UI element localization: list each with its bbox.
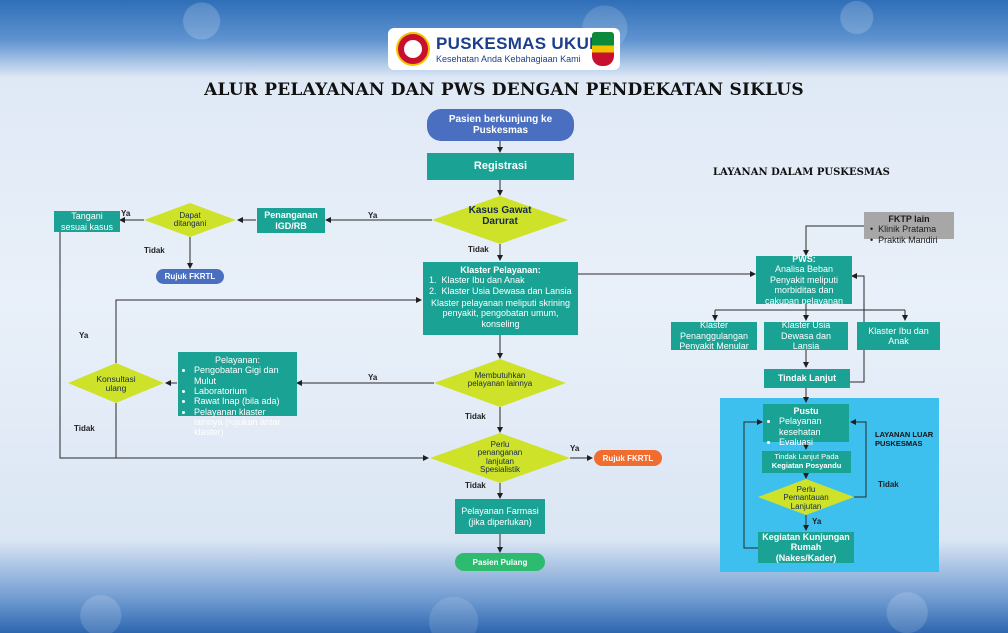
label-tidak: Tidak xyxy=(878,480,899,489)
diamond-dapat xyxy=(144,203,236,237)
label-tidak: Tidak xyxy=(144,246,165,255)
rujuk-fkrtl-top: Rujuk FKRTL xyxy=(156,269,224,284)
label-tidak: Tidak xyxy=(465,481,486,490)
label-ya: Ya xyxy=(570,444,580,453)
spesialistik-label: Perlu penanganan lanjutan Spesialistik xyxy=(477,440,523,475)
label-ya: Ya xyxy=(121,209,131,218)
bottom-ornament xyxy=(0,575,1008,633)
klaster-dewasa-lansia-box: Klaster Usia Dewasa dan Lansia xyxy=(764,320,848,351)
brand-tagline: Kesehatan Anda Kebahagiaan Kami xyxy=(436,54,581,64)
fktp-lain-box: FKTP lain • Klinik Pratama • Praktik Man… xyxy=(864,212,954,245)
klaster-title: Klaster Pelayanan: xyxy=(460,265,541,275)
pustu-title: Pustu xyxy=(793,406,819,416)
pelayanan-item: Laboratorium xyxy=(194,386,292,396)
membutuhkan-label: Membutuhkan pelayanan lainnya xyxy=(467,371,533,389)
pustu-box: Pustu Pelayanan kesehatan Evaluasi xyxy=(763,404,849,447)
klaster-item-1: 1. Klaster Ibu dan Anak xyxy=(429,275,525,286)
label-ya: Ya xyxy=(79,331,89,340)
label-ya: Ya xyxy=(368,373,378,382)
pustu-item: Pelayanan kesehatan xyxy=(779,416,844,437)
diamond-spesialistik xyxy=(430,433,570,483)
posyandu-box: Tindak Lanjut Pada Kegiatan Posyandu xyxy=(762,451,851,473)
brand-name: PUSKESMAS UKUI xyxy=(436,34,595,53)
pelayanan-box: Pelayanan: Pengobatan Gigi dan Mulut Lab… xyxy=(178,352,297,437)
klaster-ibu-anak-box: Klaster Ibu dan Anak xyxy=(857,322,940,350)
diamond-pemantauan xyxy=(758,479,854,515)
klaster-penanggulangan-box: Klaster Penanggulangan Penyakit Menular xyxy=(671,320,757,351)
diamond-konsultasi xyxy=(68,363,164,403)
label-ya: Ya xyxy=(812,517,822,526)
puskesmas-logo-icon xyxy=(396,32,430,66)
klaster-note: Klaster pelayanan meliputi skrining peny… xyxy=(430,298,571,329)
pustu-list: Pelayanan kesehatan Evaluasi xyxy=(768,416,844,447)
pws-text: Analisa Beban Penyakit meliputi morbidit… xyxy=(764,264,844,306)
pasien-pulang-pill: Pasien Pulang xyxy=(455,553,545,571)
pws-box: PWS: Analisa Beban Penyakit meliputi mor… xyxy=(756,254,852,306)
diamond-gawat xyxy=(432,196,568,244)
diamond-membutuhkan xyxy=(434,359,566,407)
label-tidak: Tidak xyxy=(468,245,489,254)
fktp-item: • Klinik Pratama xyxy=(870,224,937,235)
pelayanan-item: Rawat Inap (bila ada) xyxy=(194,396,292,406)
pelayanan-list: Pengobatan Gigi dan Mulut Laboratorium R… xyxy=(183,365,292,437)
pustu-item: Evaluasi xyxy=(779,437,844,447)
pelayanan-item: Pelayanan klaster lainnya (rujukan antar… xyxy=(194,407,292,438)
label-tidak: Tidak xyxy=(74,424,95,433)
layanan-dalam-title: LAYANAN DALAM PUSKESMAS xyxy=(713,167,890,178)
klaster-pelayanan-box: Klaster Pelayanan: 1. Klaster Ibu dan An… xyxy=(423,262,578,335)
farmasi-box: Pelayanan Farmasi (jika diperlukan) xyxy=(455,499,545,534)
gawat-label: Kasus Gawat Darurat xyxy=(468,205,532,227)
posyandu-line-2: Kegiatan Posyandu xyxy=(771,461,842,470)
region-emblem-icon xyxy=(592,32,614,66)
layanan-luar-title: LAYANAN LUAR PUSKESMAS xyxy=(875,430,934,448)
konsultasi-label: Konsultasi ulang xyxy=(96,374,136,393)
tindak-lanjut-box: Tindak Lanjut xyxy=(764,369,850,388)
page-title: ALUR PELAYANAN DAN PWS DENGAN PENDEKATAN… xyxy=(204,80,804,100)
start-pill: Pasien berkunjung ke Puskesmas xyxy=(427,109,574,141)
pelayanan-item: Pengobatan Gigi dan Mulut xyxy=(194,365,292,386)
pws-title: PWS: xyxy=(792,254,816,265)
pemantauan-label: Perlu Pemantauan Lanjutan xyxy=(783,485,829,511)
registrasi-box: Registrasi xyxy=(427,153,574,180)
posyandu-line-1: Tindak Lanjut Pada xyxy=(774,452,839,462)
label-ya: Ya xyxy=(368,211,378,220)
dapat-label: Dapat ditangani xyxy=(173,211,207,229)
kunjungan-rumah-box: Kegiatan Kunjungan Rumah (Nakes/Kader) xyxy=(758,532,854,563)
pelayanan-title: Pelayanan: xyxy=(214,355,261,365)
tangani-box: Tangani sesuai kasus xyxy=(54,211,120,232)
label-tidak: Tidak xyxy=(465,412,486,421)
klaster-item-2: 2. Klaster Usia Dewasa dan Lansia xyxy=(429,285,572,296)
rujuk-fkrtl-bottom: Rujuk FKRTL xyxy=(594,450,662,466)
fktp-title: FKTP lain xyxy=(888,214,930,224)
igd-box: Penanganan IGD/RB xyxy=(257,208,325,233)
fktp-item: • Praktik Mandiri xyxy=(870,234,938,245)
